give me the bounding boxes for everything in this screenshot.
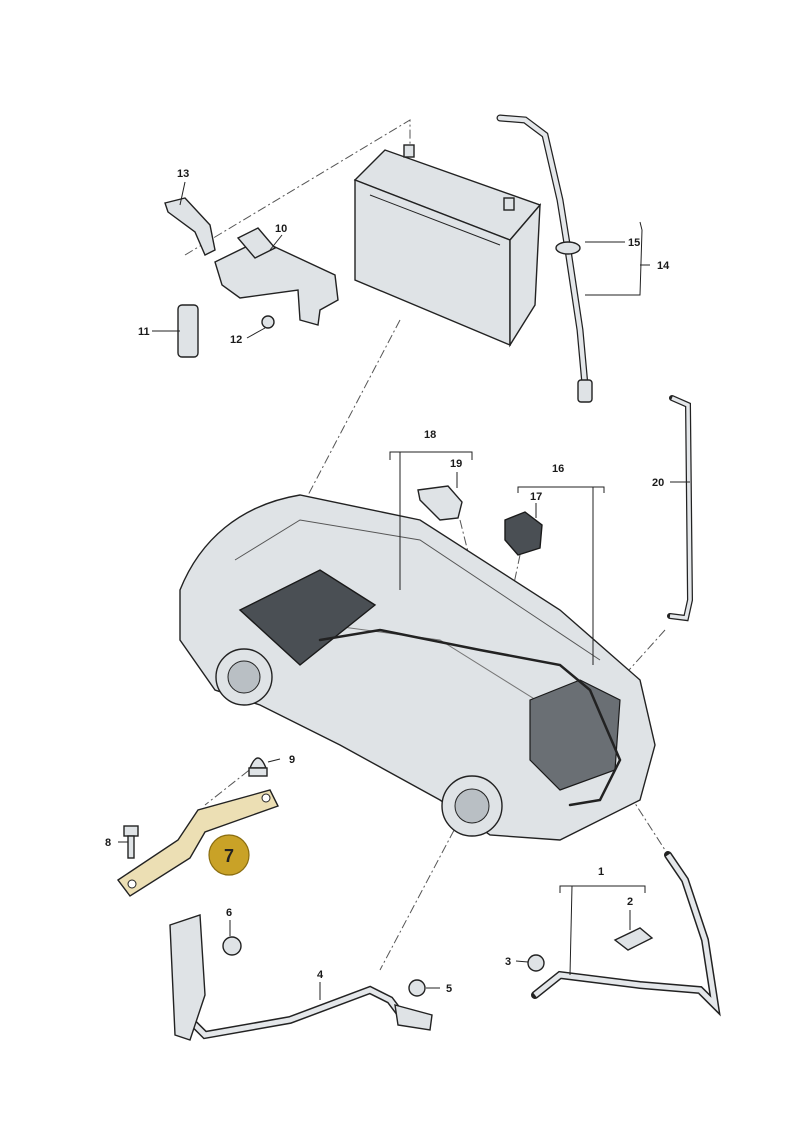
cable-1: [527, 851, 721, 1017]
callout-12: 12: [230, 334, 242, 346]
sensor-17: [504, 511, 543, 556]
battery: [353, 144, 542, 348]
callout-9: 9: [289, 754, 295, 766]
callout-20: 20: [652, 477, 664, 489]
cable-20: [667, 395, 694, 622]
bolt-8: [123, 825, 139, 859]
connector-19: [417, 485, 463, 521]
callout-10: 10: [275, 223, 287, 235]
callout-14: 14: [657, 260, 670, 272]
callout-8: 8: [105, 837, 111, 849]
nut-9: [248, 757, 268, 777]
callout-5: 5: [446, 983, 452, 995]
callout-16: 16: [552, 463, 564, 475]
callout-18: 18: [424, 429, 436, 441]
callout-2: 2: [627, 896, 633, 908]
vehicle-body: [179, 494, 656, 841]
callout-1: 1: [598, 866, 604, 878]
callout-7: 7: [224, 846, 234, 866]
callout-17: 17: [530, 491, 542, 503]
earth-strap-7: [116, 789, 279, 897]
clamp-13: [164, 197, 216, 256]
highlight-badge-7: 7: [208, 834, 250, 876]
callout-19: 19: [450, 458, 462, 470]
callout-11: 11: [138, 326, 150, 338]
cable-4: [169, 914, 433, 1041]
battery-bracket-10: [214, 227, 339, 326]
callout-13: 13: [177, 168, 189, 180]
callout-6: 6: [226, 907, 232, 919]
nut-12: [261, 315, 275, 329]
battery-cable-15: [496, 114, 593, 403]
nut-5: [408, 979, 426, 997]
callout-4: 4: [317, 969, 324, 981]
clip-11: [177, 304, 199, 358]
callout-3: 3: [505, 956, 511, 968]
leader-lines: [118, 181, 690, 1000]
nut-6: [222, 936, 242, 956]
callout-15: 15: [628, 237, 640, 249]
